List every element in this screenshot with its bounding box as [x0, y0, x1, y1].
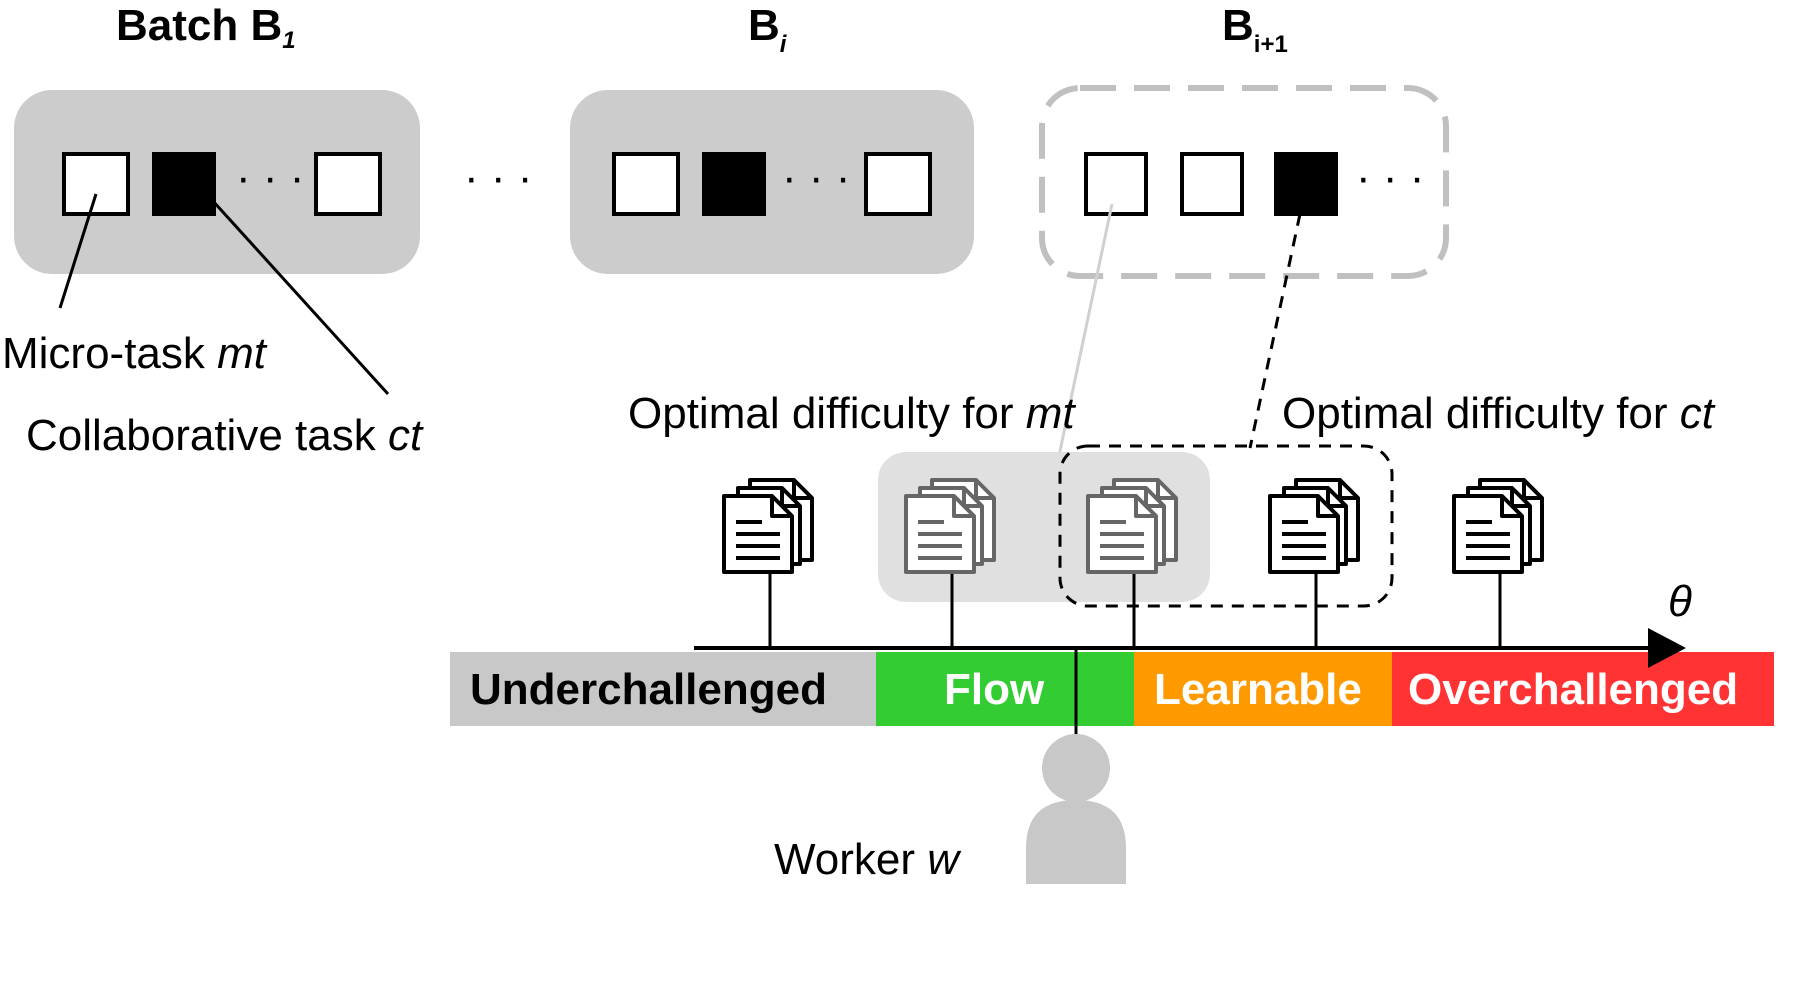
batch-1-title: Batch B1 — [116, 1, 296, 54]
batch-i1-box — [1039, 85, 1449, 279]
mt-optimal-leader-line — [1054, 203, 1114, 471]
batch-i-box — [570, 90, 974, 274]
collaborative-task-square — [1274, 152, 1338, 216]
micro-task-label: Micro-task mt — [2, 329, 268, 378]
document-icon — [1452, 478, 1544, 574]
collaborative-task-square — [702, 152, 766, 216]
ct-optimal-highlight — [1058, 444, 1394, 608]
zone-flow-label: Flow — [944, 665, 1045, 714]
batch-i1-title: Bi+1 — [1222, 1, 1288, 58]
ct-optimal-leader-line — [1248, 213, 1302, 449]
document-icon — [722, 478, 814, 574]
collab-task-leader-line — [210, 198, 390, 396]
ellipsis-batch-i: · · · — [782, 153, 850, 202]
collaborative-task-square — [152, 152, 216, 216]
zone-underchallenged-label: Underchallenged — [470, 665, 827, 714]
optimal-ct-label: Optimal difficulty for ct — [1282, 389, 1716, 438]
micro-task-square — [1180, 152, 1244, 216]
document-icon — [1268, 478, 1360, 574]
ellipsis-batch-i1: · · · — [1356, 153, 1424, 202]
theta-label: θ — [1668, 577, 1692, 626]
document-icon — [904, 478, 996, 574]
ellipsis-between-batches: · · · — [464, 153, 532, 202]
micro-task-square — [1084, 152, 1148, 216]
micro-task-square — [62, 152, 130, 216]
ellipsis-batch-1: · · · — [236, 153, 304, 202]
zone-overchallenged-label: Overchallenged — [1408, 665, 1738, 714]
collaborative-task-label: Collaborative task ct — [26, 411, 424, 460]
optimal-mt-label: Optimal difficulty for mt — [628, 389, 1076, 438]
micro-task-square — [864, 152, 932, 216]
worker-icon — [1026, 734, 1126, 884]
zone-learnable-label: Learnable — [1154, 665, 1362, 714]
zone-overchallenged — [1392, 652, 1774, 726]
micro-task-leader-line — [58, 193, 98, 309]
worker-label: Worker w — [774, 835, 962, 884]
document-icon — [1086, 478, 1178, 574]
batch-i-title: Bi — [748, 1, 788, 58]
zone-flow — [876, 652, 1134, 726]
micro-task-square — [314, 152, 382, 216]
zone-underchallenged — [450, 652, 876, 726]
batch-1-box — [14, 90, 420, 274]
zone-learnable — [1134, 652, 1392, 726]
theta-axis-arrowhead — [1648, 628, 1686, 668]
micro-task-square — [612, 152, 680, 216]
